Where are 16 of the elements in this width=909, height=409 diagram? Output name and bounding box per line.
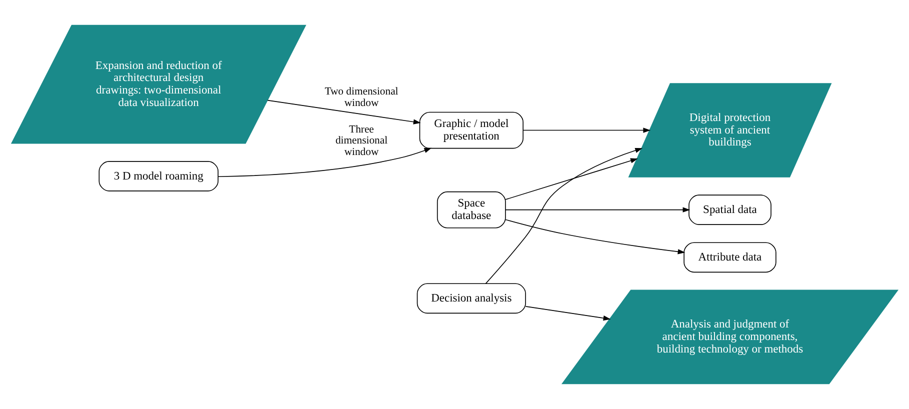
node-box: Graphic / model presentation — [419, 112, 524, 149]
arrow — [522, 128, 651, 133]
arrow — [505, 207, 690, 212]
arrow — [218, 148, 432, 178]
node-box: Spatial data — [688, 194, 772, 225]
arrow — [485, 148, 643, 284]
node-box: Space database — [436, 191, 506, 228]
edge-label: Two dimensional window — [324, 86, 398, 109]
node-box: 3 D model roaming — [98, 161, 218, 192]
arrow — [505, 158, 638, 200]
node-box: Attribute data — [684, 242, 776, 273]
arrow — [525, 306, 611, 321]
edge-label: Three dimensional window — [335, 124, 388, 158]
arrow — [267, 100, 421, 124]
node-box: Decision analysis — [416, 283, 526, 314]
arrow — [505, 219, 686, 254]
